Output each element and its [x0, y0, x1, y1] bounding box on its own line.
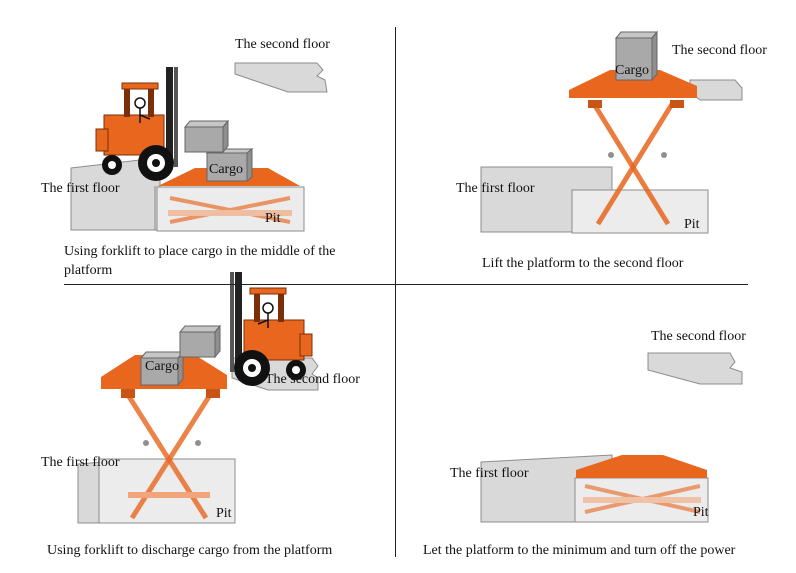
second-floor-slab — [647, 352, 743, 385]
panel-3-caption: Using forklift to discharge cargo from t… — [47, 543, 333, 558]
label-pit: Pit — [265, 211, 281, 226]
pit-box — [98, 458, 236, 524]
horizontal-divider — [64, 284, 748, 285]
label-second-floor: The second floor — [651, 329, 746, 344]
lowered-scissor — [168, 196, 292, 224]
forklift-cargo — [183, 119, 230, 154]
extended-scissor — [591, 102, 675, 226]
platform-top — [576, 455, 707, 478]
label-second-floor: The second floor — [672, 43, 767, 58]
label-pit: Pit — [216, 506, 232, 521]
panel-2-caption: Lift the platform to the second floor — [482, 256, 684, 271]
lowered-scissor — [583, 484, 701, 514]
label-second-floor: The second floor — [235, 37, 330, 52]
label-cargo: Cargo — [209, 162, 243, 177]
pit-box — [571, 189, 709, 234]
platform-top — [569, 70, 697, 98]
label-cargo: Cargo — [615, 63, 649, 78]
label-first-floor: The first floor — [41, 181, 120, 196]
panel-1-caption: Using forklift to place cargo in the mid… — [64, 244, 336, 278]
panel-1-graphic — [70, 62, 328, 232]
label-cargo: Cargo — [145, 359, 179, 374]
panel-3-graphic — [77, 271, 319, 524]
label-first-floor: The first floor — [41, 455, 120, 470]
second-floor-slab — [234, 62, 328, 93]
label-pit: Pit — [684, 217, 700, 232]
second-floor-slab — [689, 79, 743, 101]
label-first-floor: The first floor — [456, 181, 535, 196]
extended-scissor — [125, 393, 213, 520]
cargo-box — [614, 30, 659, 82]
vertical-divider — [395, 27, 396, 557]
panel-4-graphic — [480, 352, 743, 523]
cargo-box — [139, 350, 185, 387]
forklift-cargo — [178, 324, 222, 359]
label-second-floor: The second floor — [265, 372, 360, 387]
panel-2-graphic — [480, 30, 743, 234]
label-first-floor: The first floor — [450, 466, 529, 481]
label-pit: Pit — [693, 505, 709, 520]
panel-4-caption: Let the platform to the minimum and turn… — [423, 543, 736, 558]
